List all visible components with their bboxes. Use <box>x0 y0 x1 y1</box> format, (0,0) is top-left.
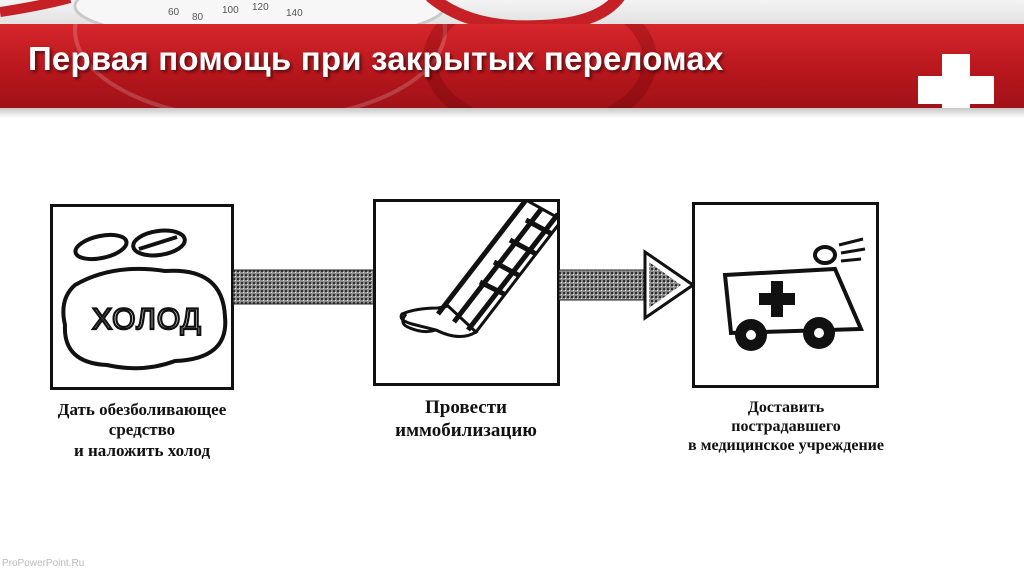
footer-watermark: ProPowerPoint.Ru <box>2 558 85 569</box>
cold-pack-label: ХОЛОД <box>92 303 202 336</box>
gauge-number: 80 <box>192 12 204 23</box>
title-banner <box>0 24 1024 108</box>
blood-pressure-gauge-decor: 60 80 100 120 140 <box>0 0 625 24</box>
splinted-leg-icon <box>399 202 557 338</box>
caption-line: Дать обезболивающее <box>57 400 227 419</box>
step-panel-immobilization <box>373 199 560 386</box>
caption-line: Провести <box>424 397 507 418</box>
step-3-caption: Доставить пострадавшего в медицинское уч… <box>650 398 922 456</box>
caption-line: иммобилизацию <box>395 419 537 441</box>
step-1-caption: Дать обезболивающее средство и наложить … <box>18 400 266 461</box>
gauge-number: 60 <box>168 7 180 18</box>
slide-title: Первая помощь при закрытых переломах <box>28 40 724 77</box>
step-2-caption: Провести иммобилизацию <box>350 397 582 443</box>
header-top-strip: 60 80 100 120 140 <box>0 0 1024 24</box>
step-panel-cold: ХОЛОД <box>50 204 234 390</box>
banner-background-decor <box>73 24 657 108</box>
gauge-number: 100 <box>222 5 239 16</box>
caption-line: и наложить холод <box>73 440 211 460</box>
caption-line: в медицинское учреждение <box>688 437 884 455</box>
banner-shadow <box>0 108 1024 118</box>
gauge-number: 140 <box>286 8 303 19</box>
arrow-to-step-3 <box>559 249 695 321</box>
pills-icon <box>73 228 187 262</box>
caption-line: средство <box>108 420 176 440</box>
medical-cross-icon <box>918 54 994 108</box>
arrow-to-step-2 <box>233 269 375 305</box>
cold-pack-icon <box>61 266 228 371</box>
caption-line: пострадавшего <box>731 418 841 436</box>
gauge-number: 120 <box>252 2 269 13</box>
caption-line: Доставить <box>747 399 825 416</box>
ambulance-icon <box>722 237 866 351</box>
step-panel-transport <box>692 202 879 388</box>
